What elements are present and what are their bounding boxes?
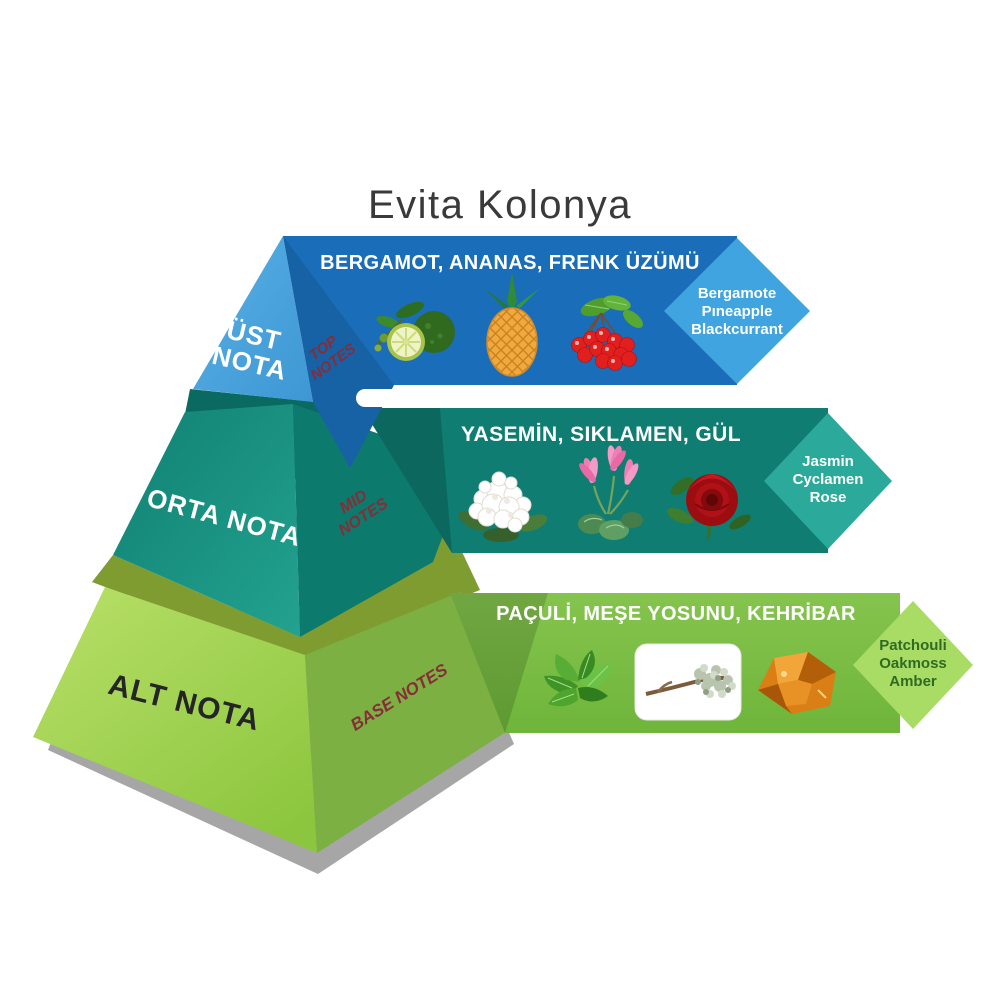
base-notes-level: PAÇULİ, MEŞE YOSUNU, KEHRİBAR (33, 520, 973, 874)
mid-level-front-face (113, 404, 300, 637)
mid-diamond-callout (764, 413, 892, 549)
blackcurrant-icon (571, 295, 643, 371)
base-level-front-face (33, 587, 317, 853)
top-band-heading: BERGAMOT, ANANAS, FRENK ÜZÜMÜ (320, 251, 700, 274)
cyclamen-icon (578, 445, 643, 540)
top-diamond-line2: Pıneapple (702, 303, 773, 320)
amber-icon (758, 652, 836, 714)
top-diamond-callout (664, 238, 810, 384)
page-title: Evita Kolonya (368, 183, 632, 227)
pineapple-icon (484, 272, 540, 377)
patchouli-icon (544, 650, 612, 707)
top-diamond-line1: Bergamote (698, 285, 776, 302)
top-diamond-line3: Blackcurrant (691, 321, 783, 338)
base-band-fold (450, 593, 548, 733)
base-diamond-line2: Oakmoss (879, 655, 947, 672)
base-diamond-line1: Patchouli (879, 637, 947, 654)
base-level-right-face (305, 592, 520, 853)
mid-diamond-line2: Cyclamen (793, 471, 864, 488)
base-band-heading: PAÇULİ, MEŞE YOSUNU, KEHRİBAR (496, 602, 856, 625)
mid-diamond-line1: Jasmin (802, 453, 854, 470)
jasmine-icon (458, 471, 548, 542)
bergamot-icon (374, 301, 455, 361)
base-diamond-callout (853, 601, 973, 729)
band-separator (356, 389, 736, 407)
base-diamond-line3: Amber (889, 673, 937, 690)
mid-band-fold (362, 408, 452, 553)
top-level-front-face (193, 236, 313, 402)
rose-icon (667, 474, 751, 541)
top-notes-level: BERGAMOT, ANANAS, FRENK ÜZÜMÜ (193, 236, 810, 468)
mid-notes-level: YASEMİN, SIKLAMEN, GÜL (113, 389, 892, 637)
oakmoss-icon (634, 643, 742, 721)
mid-diamond-line3: Rose (810, 489, 847, 506)
top-band-fold (283, 236, 394, 468)
mid-band-heading: YASEMİN, SIKLAMEN, GÜL (461, 423, 741, 446)
